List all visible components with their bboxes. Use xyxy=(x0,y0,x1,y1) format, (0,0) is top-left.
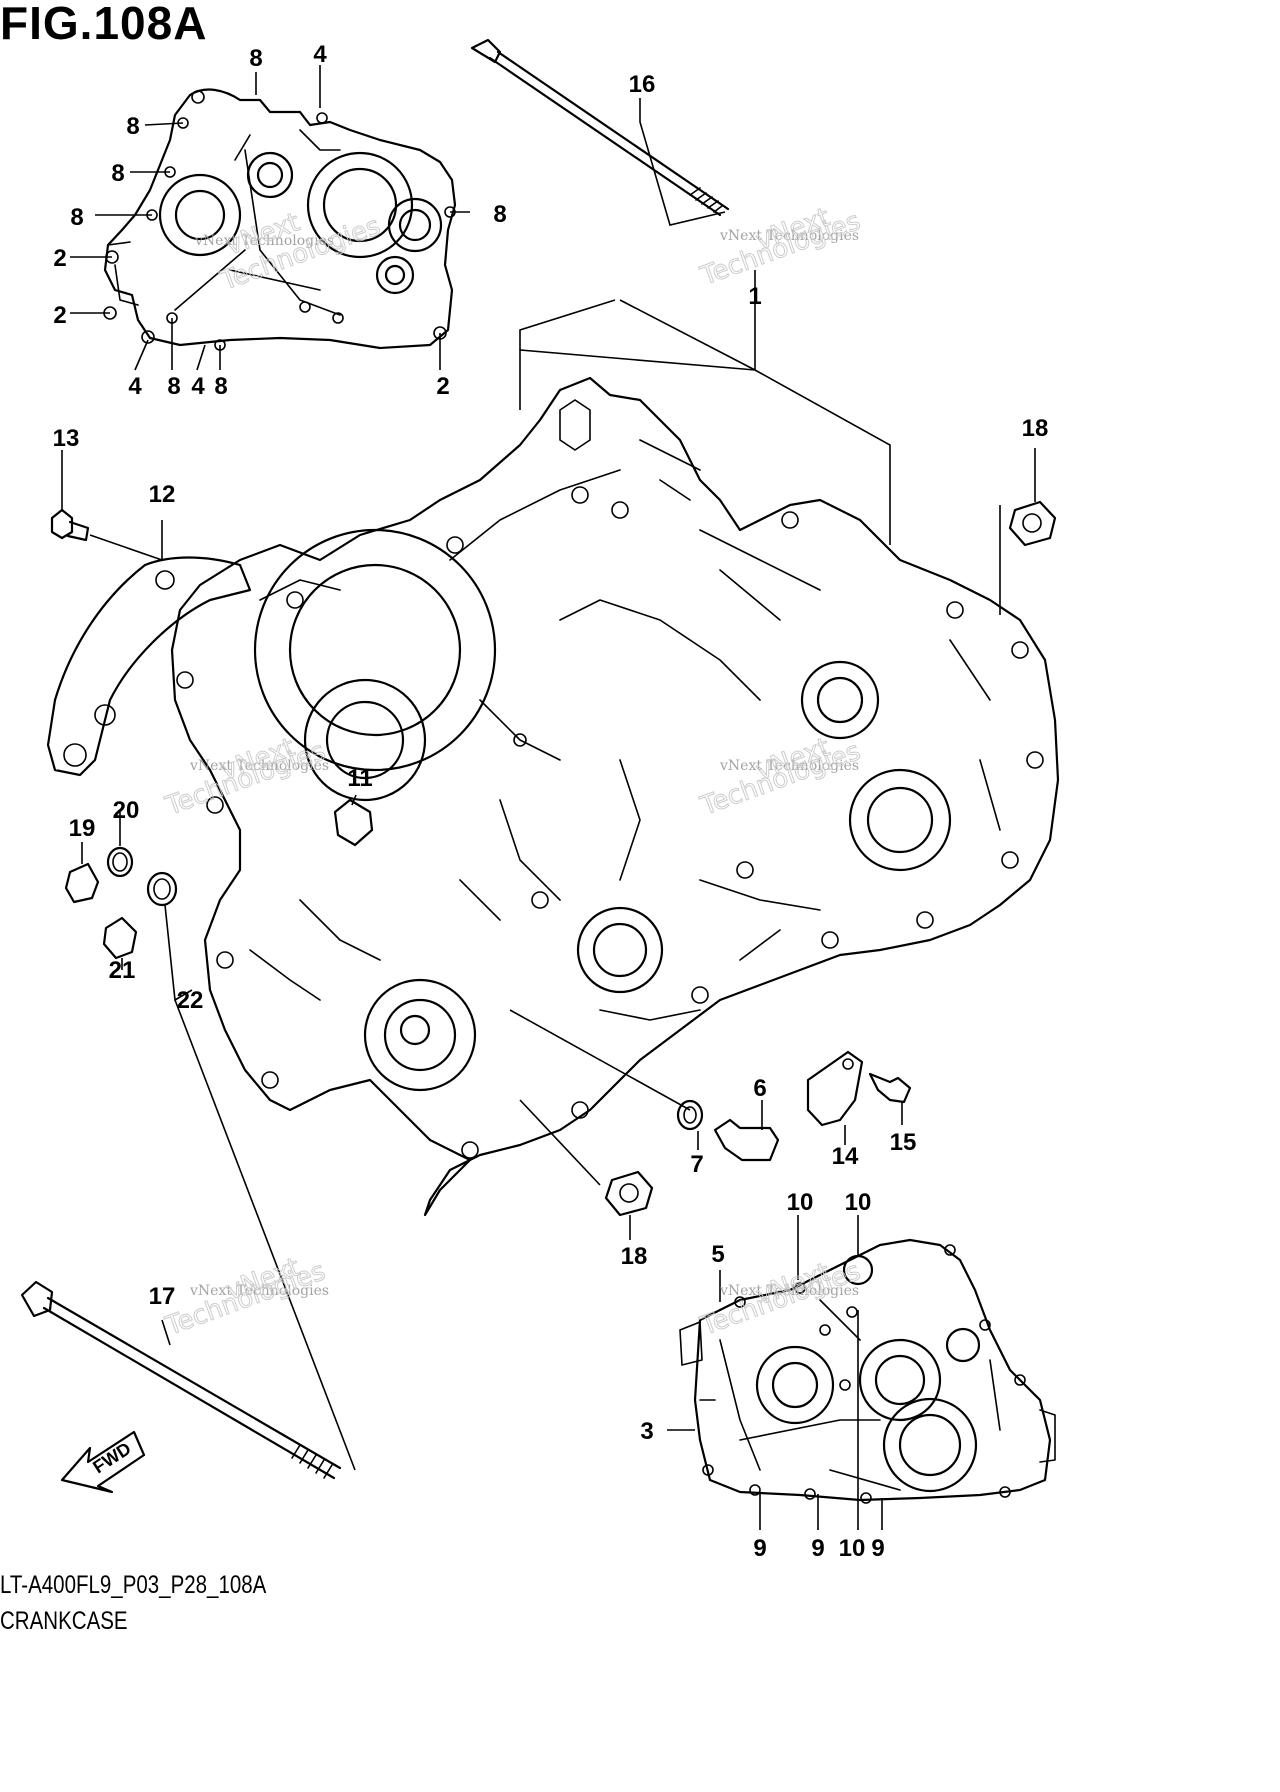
crankcase-right-half-detail xyxy=(679,1238,1056,1504)
callout-8b: 8 xyxy=(126,113,139,140)
callout-labels: 8 4 8 8 8 8 2 2 4 8 4 8 2 16 1 18 13 12 … xyxy=(53,41,1049,1562)
svg-text:vNext Technologies: vNext Technologies xyxy=(719,758,859,774)
section-name: CRANKCASE xyxy=(0,1607,128,1635)
svg-text:vNext Technologies: vNext Technologies xyxy=(194,233,334,249)
svg-text:vNext Technologies: vNext Technologies xyxy=(719,228,859,244)
model-code: LT-A400FL9_P03_P28_108A xyxy=(0,1571,267,1599)
callout-4a: 4 xyxy=(313,41,327,68)
svg-text:vNext Technologies: vNext Technologies xyxy=(189,758,329,774)
callout-1: 1 xyxy=(748,283,761,310)
washer-7 xyxy=(676,1099,704,1131)
callout-22: 22 xyxy=(177,987,204,1014)
callout-16: 16 xyxy=(629,71,656,98)
callout-2c: 2 xyxy=(436,373,449,400)
svg-text:vNext Technologies: vNext Technologies xyxy=(189,1283,329,1299)
callout-8a: 8 xyxy=(249,45,262,72)
callout-18-top: 18 xyxy=(1022,415,1049,442)
callout-9b: 9 xyxy=(811,1535,824,1562)
crankcase-main-assembly xyxy=(170,376,1060,1217)
callout-6: 6 xyxy=(753,1075,766,1102)
callout-8c: 8 xyxy=(111,160,124,187)
callout-11: 11 xyxy=(347,765,372,792)
bolt-13 xyxy=(50,508,90,542)
callout-7: 7 xyxy=(690,1151,703,1178)
forward-direction-arrow: FWD xyxy=(60,1430,146,1494)
callout-14: 14 xyxy=(832,1143,859,1170)
bolt-6 xyxy=(713,1118,780,1162)
callout-8f: 8 xyxy=(167,373,180,400)
callout-20: 20 xyxy=(113,797,140,824)
callout-8e: 8 xyxy=(493,201,506,228)
plug-19 xyxy=(64,862,100,904)
plate-14 xyxy=(806,1050,864,1127)
callout-4c: 4 xyxy=(191,373,205,400)
callout-9a: 9 xyxy=(753,1535,766,1562)
nut-18-top xyxy=(1008,500,1057,547)
callout-8d: 8 xyxy=(70,204,83,231)
fwd-label: FWD xyxy=(89,1438,134,1477)
callout-5: 5 xyxy=(711,1241,724,1268)
callout-3: 3 xyxy=(640,1418,653,1445)
callout-9c: 9 xyxy=(871,1535,884,1562)
bolt-15 xyxy=(868,1072,912,1104)
callout-12: 12 xyxy=(149,481,176,508)
svg-text:Technologies: Technologies xyxy=(696,1256,864,1342)
leader-lines xyxy=(61,65,1036,1530)
crankcase-left-half-detail xyxy=(103,88,457,351)
callout-10c: 10 xyxy=(839,1535,866,1562)
long-bolt-16 xyxy=(470,38,730,217)
callout-4b: 4 xyxy=(128,373,142,400)
long-bolt-17 xyxy=(20,1280,342,1480)
oring-20 xyxy=(106,846,134,878)
callout-15: 15 xyxy=(890,1129,917,1156)
callout-10b: 10 xyxy=(845,1189,872,1216)
callout-2a: 2 xyxy=(53,245,66,272)
engine-mount-bracket-12 xyxy=(46,556,252,777)
plug-21 xyxy=(102,916,138,960)
watermarks: vNext Technologies vNext Technologies vN… xyxy=(161,202,865,1343)
callout-18-bottom: 18 xyxy=(621,1243,648,1270)
figure-title: FIG.108A xyxy=(0,0,208,49)
callout-21: 21 xyxy=(109,957,136,984)
oring-22 xyxy=(146,871,178,907)
callout-2b: 2 xyxy=(53,302,66,329)
svg-text:vNext Technologies: vNext Technologies xyxy=(719,1283,859,1299)
callout-8g: 8 xyxy=(214,373,227,400)
callout-13: 13 xyxy=(53,425,80,452)
callout-17: 17 xyxy=(149,1283,176,1310)
callout-10a: 10 xyxy=(787,1189,814,1216)
callout-19: 19 xyxy=(69,815,96,842)
nut-18-bottom xyxy=(604,1170,654,1217)
